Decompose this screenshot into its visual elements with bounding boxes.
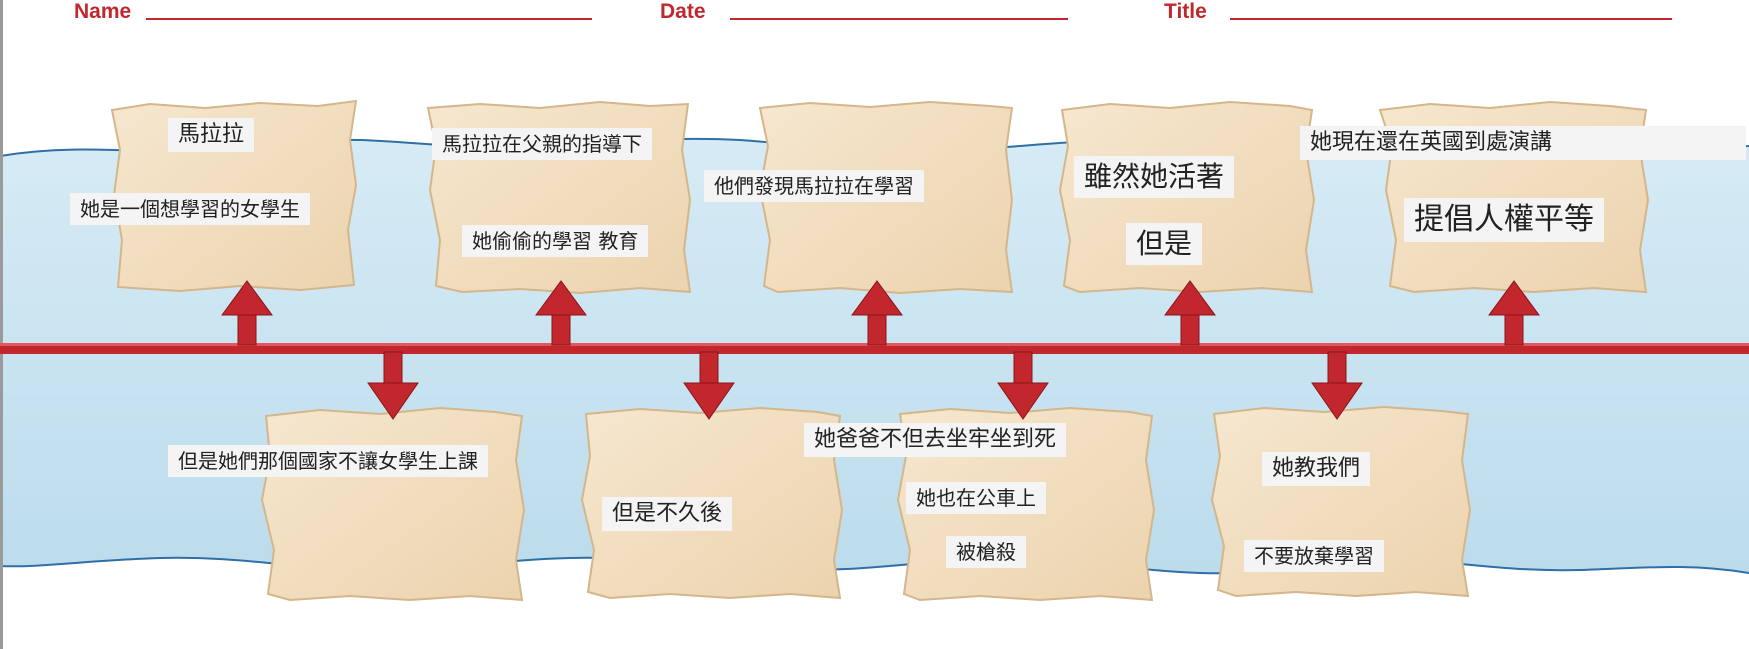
bottom-card-1 bbox=[260, 406, 526, 602]
top-card-1-label-2: 她是一個想學習的女學生 bbox=[70, 193, 310, 225]
bottom-card-2-label-1: 但是不久後 bbox=[602, 497, 733, 532]
timeline-bar bbox=[0, 343, 1749, 354]
name-line[interactable] bbox=[146, 18, 592, 20]
up-arrow-1 bbox=[221, 280, 273, 346]
name-label: Name bbox=[74, 0, 132, 23]
up-arrow-3 bbox=[851, 280, 903, 346]
bottom-card-3-label-3: 被槍殺 bbox=[946, 536, 1026, 568]
bottom-card-3-label-2: 她也在公車上 bbox=[906, 482, 1046, 514]
top-card-5-label-1: 她現在還在英國到處演講 bbox=[1300, 126, 1746, 161]
bottom-card-3-label-1: 她爸爸不但去坐牢坐到死 bbox=[804, 423, 1067, 458]
down-arrow-1 bbox=[367, 351, 419, 420]
title-label: Title bbox=[1164, 0, 1207, 23]
up-arrow-5 bbox=[1488, 280, 1540, 346]
top-card-5-label-2: 提倡人權平等 bbox=[1404, 198, 1604, 242]
top-card-1-label-1: 馬拉拉 bbox=[168, 118, 255, 153]
up-arrows bbox=[221, 280, 1540, 346]
top-card-2-label-1: 馬拉拉在父親的指導下 bbox=[432, 128, 652, 160]
top-card-4-label-1: 雖然她活著 bbox=[1074, 156, 1235, 198]
bottom-card-1-label-1: 但是她們那個國家不讓女學生上課 bbox=[168, 445, 488, 477]
down-arrow-2 bbox=[683, 351, 735, 420]
down-arrow-4 bbox=[1311, 351, 1363, 420]
date-line[interactable] bbox=[730, 18, 1068, 20]
down-arrows bbox=[367, 351, 1363, 420]
bottom-card-4-label-1: 她教我們 bbox=[1262, 452, 1371, 487]
up-arrow-2 bbox=[535, 280, 587, 346]
top-card-3-label-1: 他們發現馬拉拉在學習 bbox=[704, 170, 924, 202]
top-card-2-label-2: 她偷偷的學習 教育 bbox=[462, 225, 649, 257]
date-label: Date bbox=[660, 0, 706, 23]
up-arrow-4 bbox=[1164, 280, 1216, 346]
title-line[interactable] bbox=[1230, 18, 1672, 20]
bottom-card-4-label-2: 不要放棄學習 bbox=[1244, 540, 1384, 572]
top-card-4-label-2: 但是 bbox=[1126, 223, 1203, 265]
down-arrow-3 bbox=[997, 351, 1049, 420]
